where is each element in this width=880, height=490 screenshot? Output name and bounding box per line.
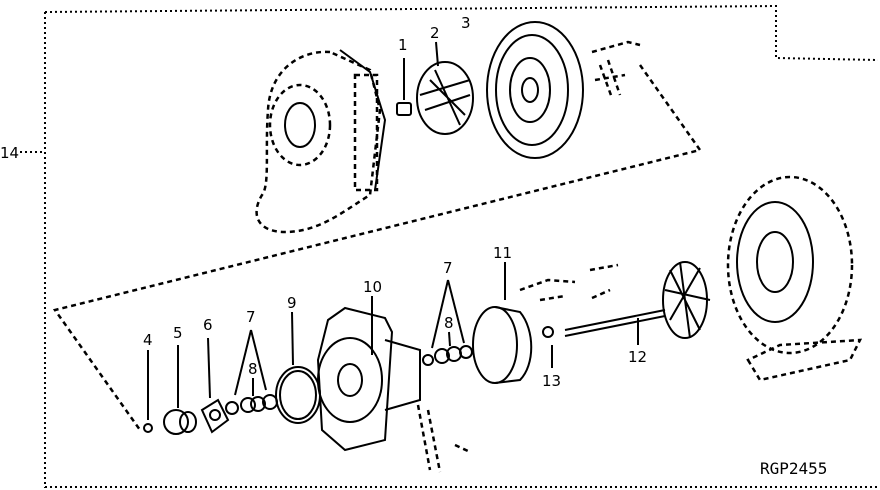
thrust-bearing: [200, 337, 230, 434]
callout-13: 13: [542, 372, 561, 390]
seal-ring: [143, 350, 153, 433]
callout-7-right: 7: [443, 259, 453, 277]
thrust-collar: [163, 345, 197, 435]
callout-9: 9: [287, 294, 297, 312]
turbine-shaft-wheel: [564, 261, 711, 345]
callout-6: 6: [203, 316, 213, 334]
callout-2: 2: [430, 24, 440, 42]
callout-11: 11: [493, 244, 512, 262]
callout-1: 1: [398, 36, 408, 54]
figure-reference-code: RGP2455: [760, 459, 827, 478]
compressor-nut: [396, 58, 412, 116]
upper-bolts: [591, 40, 641, 99]
callout-labels: 1 2 3 4 5 6 7 7 8 8 9 10 11 12 13 14: [0, 14, 647, 390]
turbine-housing: [726, 175, 863, 382]
callout-5: 5: [173, 324, 183, 342]
compressor-housing: [255, 49, 387, 234]
o-ring: [542, 326, 554, 368]
center-housing: [316, 296, 421, 452]
callout-10: 10: [363, 278, 382, 296]
callout-4: 4: [143, 331, 153, 349]
bearing-rings-right: [422, 279, 473, 366]
assembly-boundary: [52, 64, 703, 431]
turbine-backplate: [472, 262, 533, 384]
snap-ring: [275, 311, 321, 424]
callout-3: 3: [461, 14, 471, 32]
lower-bolts: [416, 404, 471, 473]
callout-8-left: 8: [248, 360, 258, 378]
frame-border: [44, 4, 879, 488]
callout-12: 12: [628, 348, 647, 366]
shaft-bolts: [519, 263, 619, 302]
compressor-wheel: [416, 41, 474, 135]
callout-7-left: 7: [246, 308, 256, 326]
callout-14: 14: [0, 144, 19, 162]
callout-8-right: 8: [444, 314, 454, 332]
compressor-backplate: [486, 21, 584, 159]
